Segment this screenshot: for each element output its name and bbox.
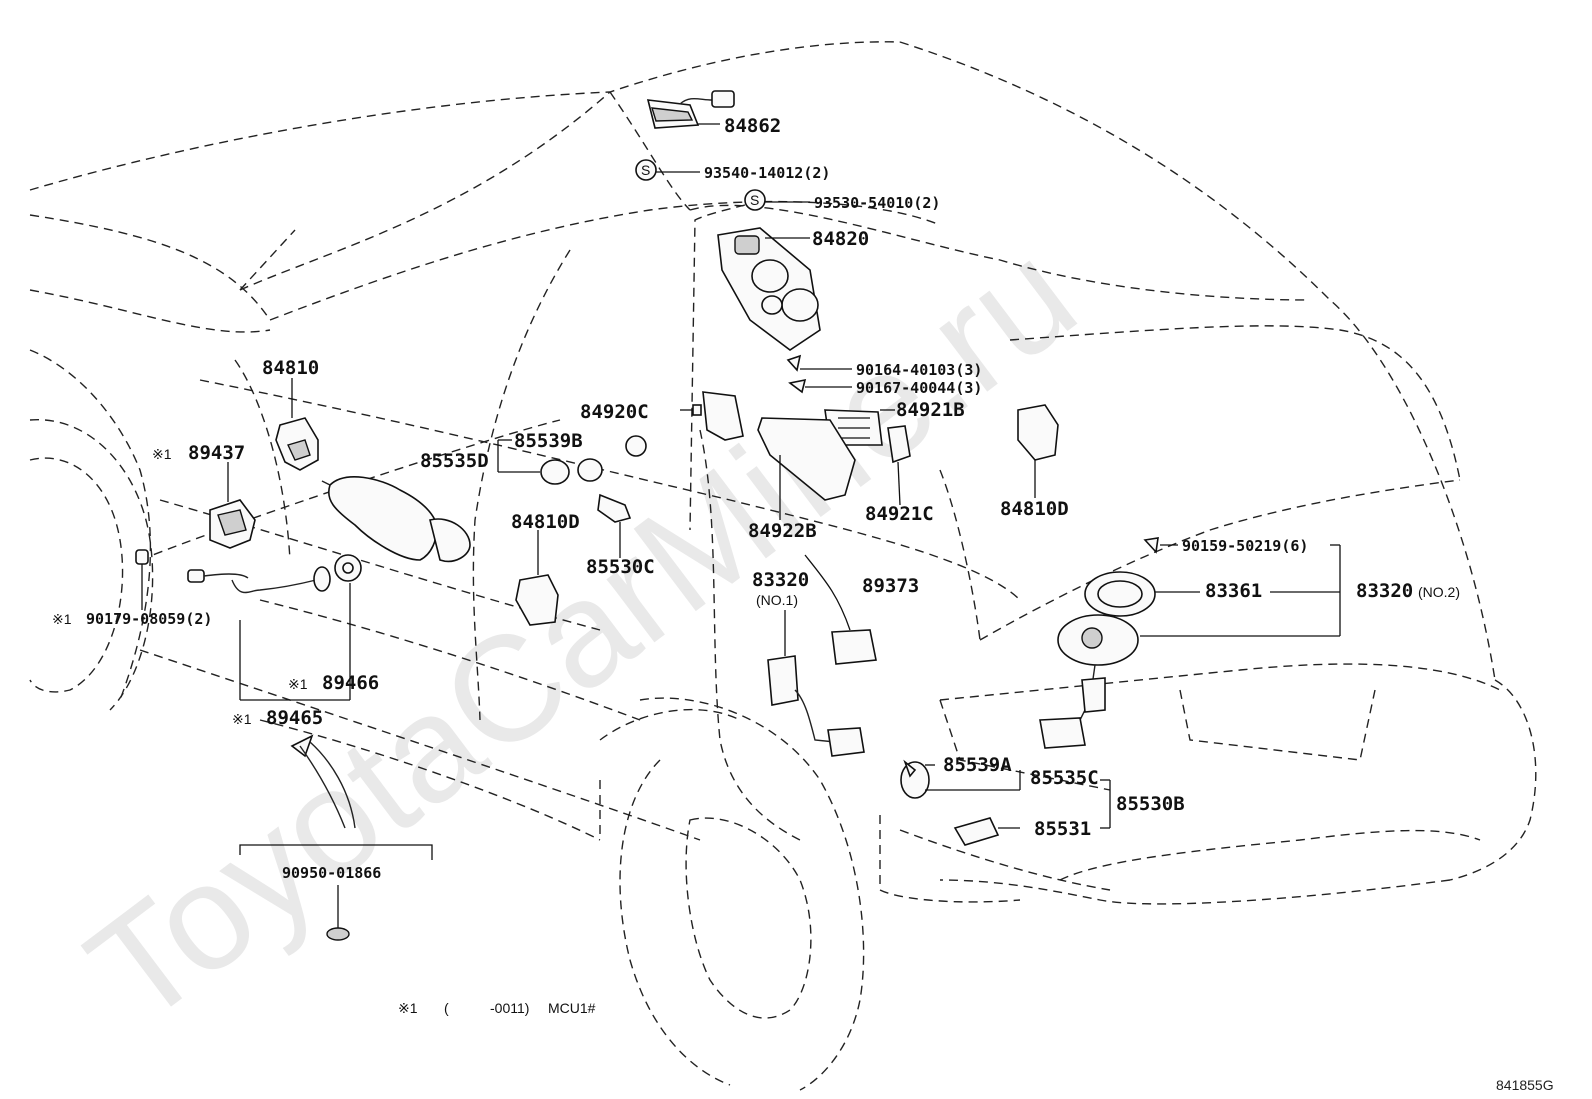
svg-text:S: S: [641, 162, 650, 178]
part-84810-switch-front: [275, 378, 319, 471]
part-84921c-knob: [887, 425, 911, 506]
part-84862-connector: [646, 90, 735, 129]
view-arrow: [290, 734, 356, 829]
part-84810d-left-switch: [515, 530, 559, 626]
screw-s-icon-2: S: [689, 189, 810, 531]
label-89465-mark: ※1: [232, 711, 252, 727]
label-83361: 83361: [1205, 580, 1262, 602]
svg-text:S: S: [750, 192, 759, 208]
watermark: ToyotaCarMine.ru: [58, 209, 1105, 1056]
part-84920c-switch: [680, 391, 744, 441]
label-84810d-left: 84810D: [511, 511, 580, 533]
label-93540-14012: 93540-14012(2): [704, 164, 830, 182]
label-84922b: 84922B: [748, 520, 817, 542]
label-85539b: 85539B: [514, 430, 583, 452]
label-83320: 83320: [752, 569, 809, 591]
label-85531: 85531: [1034, 818, 1091, 840]
footnote-open-paren: (: [444, 1000, 449, 1016]
label-83320-no2-suffix: (NO.2): [1418, 584, 1460, 600]
part-85530c-plug: [597, 493, 632, 558]
label-85539a: 85539A: [943, 754, 1012, 776]
label-89466-mark: ※1: [288, 676, 308, 692]
diagram-code: 841855G: [1496, 1077, 1554, 1093]
part-89437-sensor: [209, 462, 256, 549]
label-89465: 89465: [266, 707, 323, 729]
label-84921c: 84921C: [865, 503, 934, 525]
label-90179-08059: 90179-08059(2): [86, 610, 212, 628]
label-84921b: 84921B: [896, 399, 965, 421]
part-85535c-socket-rear: [900, 759, 1021, 799]
label-84820: 84820: [812, 228, 869, 250]
part-exhaust-pipe: [319, 476, 471, 563]
part-83320-no1-gauge: [767, 610, 865, 757]
label-89437: 89437: [188, 442, 245, 464]
part-90950-grommet: [239, 844, 433, 941]
part-84922b-panel: [757, 417, 856, 520]
part-85531-plug-rear: [953, 779, 1111, 846]
label-90164-40103: 90164-40103(3): [856, 361, 982, 379]
label-85535c: 85535C: [1030, 767, 1099, 789]
label-84920c: 84920C: [580, 401, 649, 423]
part-85535d-socket: [497, 439, 603, 485]
vehicle-outline: [29, 41, 1537, 1091]
part-84820-window-switch: [717, 227, 852, 394]
part-90179-bolt: [135, 549, 149, 610]
label-84810: 84810: [262, 357, 319, 379]
part-84810d-right-switch: [1017, 404, 1059, 498]
label-85530b: 85530B: [1116, 793, 1185, 815]
label-90167-40044: 90167-40044(3): [856, 379, 982, 397]
footnote-model: MCU1#: [548, 1000, 596, 1016]
footnote-mark: ※1: [398, 1000, 418, 1016]
label-90159-50219: 90159-50219(6): [1182, 537, 1308, 555]
screw-s-icon: S: [635, 159, 700, 181]
part-83320-no2-sender: [1039, 544, 1341, 749]
label-85535d: 85535D: [420, 450, 489, 472]
label-90950-01866: 90950-01866: [282, 864, 381, 882]
label-93530-54010: 93530-54010(2): [814, 194, 940, 212]
label-83320-no2: 83320: [1356, 580, 1413, 602]
label-83320-no1: (NO.1): [756, 592, 798, 608]
label-84810d-right: 84810D: [1000, 498, 1069, 520]
part-89465-harness: [187, 554, 362, 701]
part-83361-gasket: [1084, 537, 1178, 617]
label-89466: 89466: [322, 672, 379, 694]
label-85530c: 85530C: [586, 556, 655, 578]
label-84862: 84862: [724, 115, 781, 137]
footnote-range: -0011): [490, 1000, 529, 1016]
label-89373: 89373: [862, 575, 919, 597]
part-89373-module: [804, 554, 877, 665]
part-85539b-cap: [625, 435, 647, 457]
label-89437-mark: ※1: [152, 446, 172, 462]
label-90179-mark: ※1: [52, 611, 72, 627]
